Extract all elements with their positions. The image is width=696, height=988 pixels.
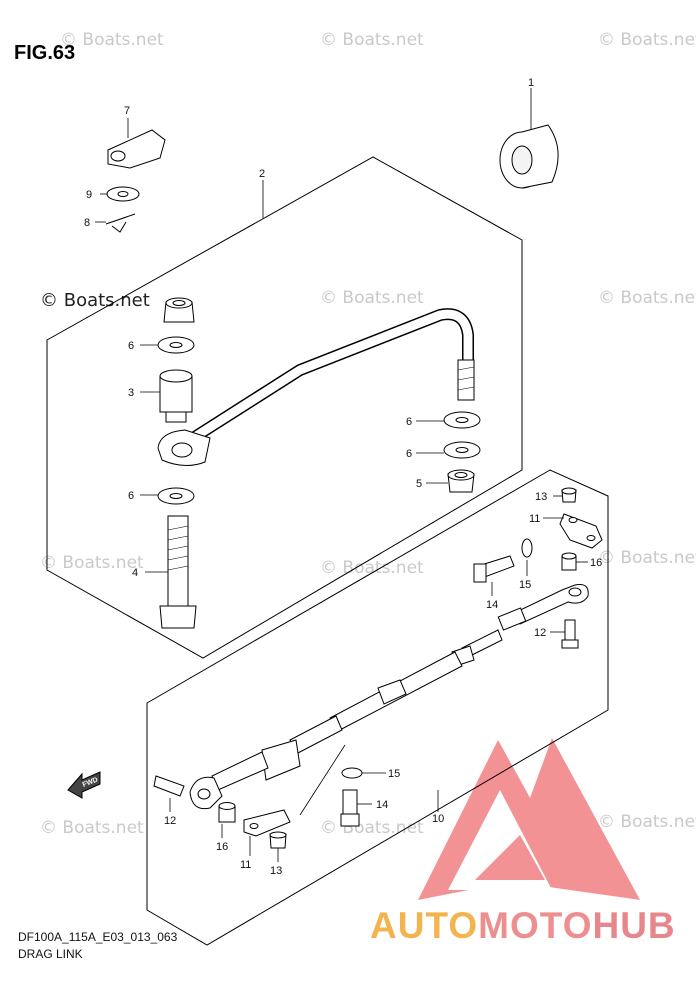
nut-part: [163, 297, 195, 323]
washer-part: [521, 538, 533, 558]
figure-name: DRAG LINK: [18, 947, 83, 961]
bushing-part: [561, 552, 577, 571]
washer-part: [341, 767, 363, 779]
callout-14: 14: [376, 799, 388, 811]
callout-13: 13: [535, 491, 547, 503]
callout-15: 15: [388, 768, 400, 780]
brand-part-hub: HUB: [592, 905, 676, 946]
callout-11: 11: [240, 859, 251, 871]
cotter-pin-part: [105, 213, 136, 233]
bracket-part: [559, 513, 603, 549]
watermark: © Boats.net: [60, 30, 164, 50]
nut-part: [447, 469, 475, 493]
callout-4: 4: [132, 567, 138, 579]
bolt-part: [473, 555, 515, 583]
watermark: © Boats.net: [320, 288, 424, 308]
callout-7: 7: [124, 105, 130, 117]
callout-6: 6: [406, 416, 412, 428]
callout-5: 5: [416, 478, 422, 490]
watermark: © Boats.net: [320, 30, 424, 50]
callout-12: 12: [534, 627, 546, 639]
callout-12: 12: [164, 815, 176, 827]
figure-code: DF100A_115A_E03_013_063: [18, 930, 178, 944]
callout-2: 2: [259, 168, 265, 180]
watermark: © Boats.net: [40, 290, 150, 311]
nut-part: [269, 831, 287, 849]
callout-16: 16: [590, 557, 602, 569]
callout-11: 11: [529, 513, 540, 525]
brand-wordmark: AUTOMOTOHUB: [370, 905, 676, 947]
bolt-part: [159, 515, 197, 629]
drag-link-group-box: [46, 156, 523, 659]
nut-part: [561, 487, 577, 503]
callout-3: 3: [128, 387, 134, 399]
brand-part-moto: MOTO: [478, 905, 593, 946]
lever-part: [107, 129, 166, 169]
figure-title: FIG.63: [14, 42, 76, 64]
watermark: © Boats.net: [598, 812, 696, 832]
watermark: © Boats.net: [598, 288, 696, 308]
callout-1: 1: [528, 77, 534, 89]
watermark: © Boats.net: [320, 558, 424, 578]
callout-14: 14: [486, 599, 498, 611]
callout-labels: 1 7 9 8 2 6 3 6 6 5 6 4 13 11 16 15 14 1…: [84, 77, 602, 877]
watermark: © Boats.net: [598, 548, 696, 568]
bracket-part: [243, 809, 291, 837]
callout-6: 6: [406, 448, 412, 460]
drag-link-assembly-box: [146, 469, 609, 946]
callout-13: 13: [270, 865, 282, 877]
bushing-part: [218, 802, 236, 823]
drag-link-rod: [157, 308, 475, 466]
callout-8: 8: [84, 217, 90, 229]
drag-link-assembly-rod: [189, 584, 589, 810]
callout-16: 16: [216, 841, 228, 853]
collar-part: [159, 369, 193, 423]
watermark: © Boats.net: [598, 30, 696, 50]
callout-6: 6: [128, 490, 134, 502]
automotohub-logo-icon: [418, 738, 640, 900]
callout-9: 9: [86, 189, 92, 201]
brand-part-auto: AUTO: [370, 905, 479, 946]
watermark: © Boats.net: [40, 818, 144, 838]
grommet-part: [499, 124, 559, 189]
washer-part: [157, 336, 481, 505]
bolt-part: [153, 619, 579, 797]
callout-15: 15: [519, 579, 531, 591]
bolt-part: [340, 789, 360, 827]
callout-6: 6: [128, 340, 134, 352]
callout-10: 10: [432, 813, 444, 825]
forward-direction-icon: FWD: [67, 771, 101, 799]
watermark: © Boats.net: [40, 553, 144, 573]
